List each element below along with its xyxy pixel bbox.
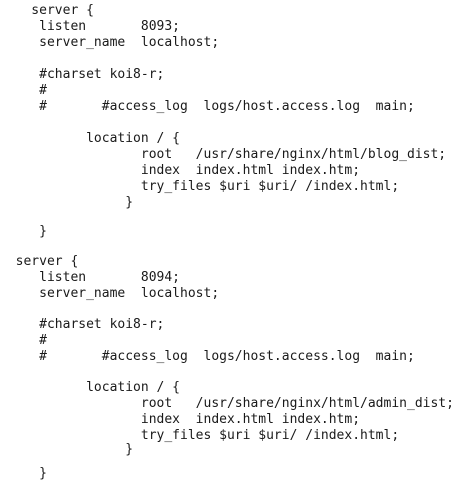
code-line-31: } [0, 466, 47, 481]
code-line-3: server_name localhost; [0, 35, 220, 50]
code-line-22: # [0, 333, 47, 348]
code-line-1: server { [0, 3, 94, 18]
code-line-2: listen 8093; [0, 19, 181, 34]
code-line-11: index index.html index.htm; [0, 163, 361, 178]
code-line-21: #charset koi8-r; [0, 317, 165, 332]
code-line-9: location / { [0, 131, 181, 146]
code-line-13: } [0, 195, 134, 210]
code-line-29: } [0, 442, 134, 457]
code-line-18: listen 8094; [0, 270, 181, 285]
code-line-12: try_files $uri $uri/ /index.html; [0, 179, 400, 194]
code-line-28: try_files $uri $uri/ /index.html; [0, 428, 400, 443]
code-line-10: root /usr/share/nginx/html/blog_dist; [0, 147, 447, 162]
code-line-23: # #access_log logs/host.access.log main; [0, 349, 415, 364]
code-line-7: # #access_log logs/host.access.log main; [0, 99, 415, 114]
code-line-6: # [0, 83, 47, 98]
code-line-17: server { [0, 254, 79, 269]
code-line-26: root /usr/share/nginx/html/admin_dist; [0, 396, 454, 411]
code-line-19: server_name localhost; [0, 286, 220, 301]
code-line-25: location / { [0, 380, 181, 395]
code-line-27: index index.html index.htm; [0, 412, 361, 427]
code-line-5: #charset koi8-r; [0, 67, 165, 82]
code-line-15: } [0, 224, 47, 239]
